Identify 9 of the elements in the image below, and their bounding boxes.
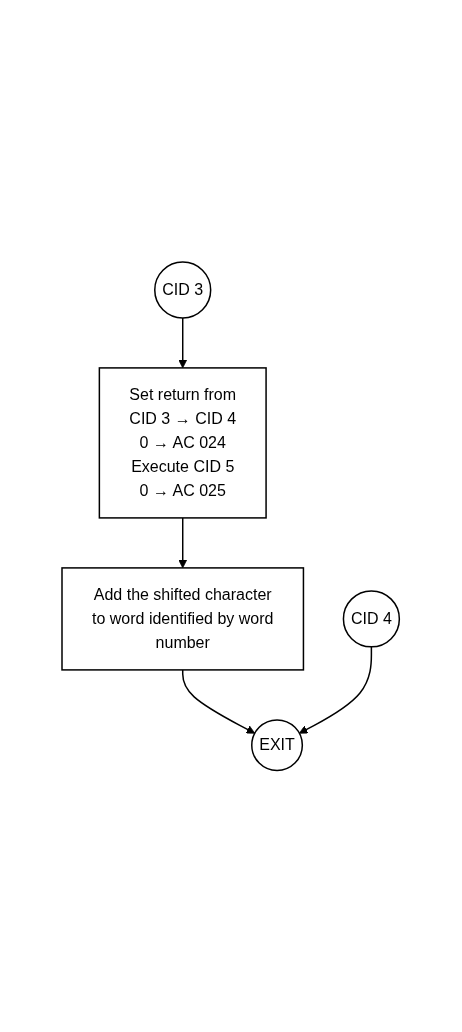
arrow xyxy=(178,316,188,369)
node-circle: CID 4 xyxy=(343,589,401,648)
node-box: Add the shifted character to word identified by word number xyxy=(61,566,305,671)
node-circle: EXIT xyxy=(251,718,304,771)
node-box: Set return from CID 3 → CID 4 0 → AC 024 Execute CID 5 0 → AC 025 xyxy=(98,366,268,519)
arrow xyxy=(182,668,256,734)
arrow xyxy=(178,516,188,569)
node-circle: CID 3 xyxy=(154,261,212,319)
arrow xyxy=(299,645,373,734)
